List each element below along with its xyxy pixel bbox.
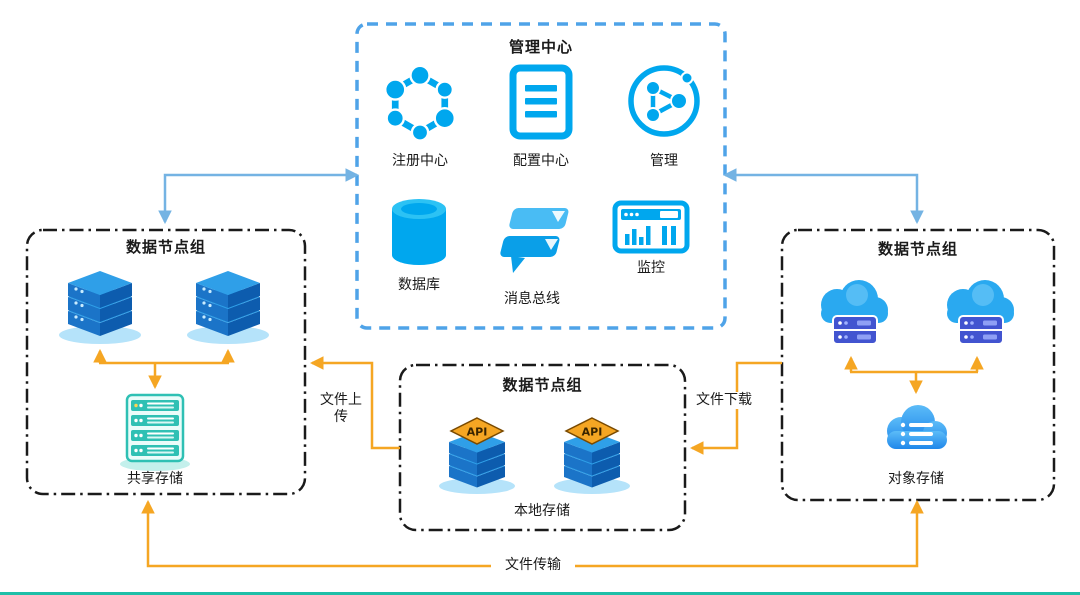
server-stack-icon: [183, 265, 273, 345]
right-group-title: 数据节点组: [877, 240, 958, 258]
management-center-title: 管理中心: [508, 38, 573, 56]
shared-storage-icon: [116, 392, 194, 472]
config-icon: [506, 63, 576, 141]
cloud-server-icon: [807, 276, 895, 350]
database-icon: [388, 196, 450, 268]
api-server-icon: API: [435, 416, 519, 494]
monitor-label: 监控: [637, 260, 665, 276]
message-bus-label: 消息总线: [504, 291, 560, 307]
manage-icon: [625, 62, 703, 140]
shared-storage-label: 共享存储: [127, 471, 183, 487]
registry-label: 注册中心: [392, 153, 448, 169]
manage-label: 管理: [650, 153, 678, 169]
file-upload-edge-label: 文件上传: [312, 392, 370, 426]
bottom-edge-bar: [0, 592, 1080, 595]
object-storage-label: 对象存储: [888, 471, 944, 487]
left-group-title: 数据节点组: [125, 238, 206, 256]
cloud-server-icon: [933, 276, 1021, 350]
file-transfer-edge-label: 文件传输: [491, 557, 575, 574]
api-badge-text: API: [467, 426, 488, 439]
center-group-title: 数据节点组: [502, 376, 583, 394]
left-group-border: [25, 228, 307, 496]
file-download-edge-label: 文件下载: [694, 392, 754, 409]
database-label: 数据库: [398, 277, 440, 293]
config-label: 配置中心: [513, 153, 569, 169]
local-storage-label: 本地存储: [514, 503, 570, 519]
registry-icon: [380, 60, 460, 144]
server-stack-icon: [55, 265, 145, 345]
message-bus-icon: [489, 194, 575, 282]
api-server-icon: API: [550, 416, 634, 494]
arrow-file-upload: [309, 356, 400, 450]
link-management-right-group: [722, 168, 924, 225]
api-badge-text: API: [582, 426, 603, 439]
link-management-left-group: [158, 168, 360, 225]
monitor-icon: [612, 200, 690, 254]
object-storage-icon: [876, 398, 956, 462]
